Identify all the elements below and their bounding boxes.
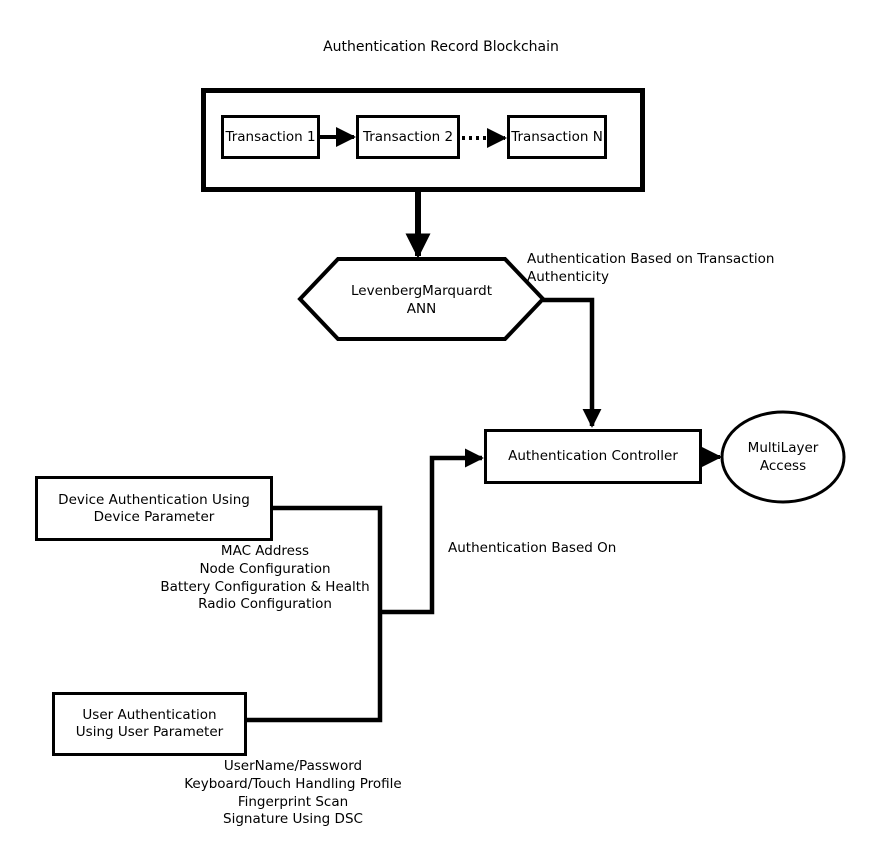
edge-ann-to-controller: [543, 297, 602, 428]
device-authentication-label: Device Authentication Using Device Param…: [58, 491, 250, 525]
multilayer-access-label: MultiLayer Access: [747, 440, 819, 474]
authentication-controller-label: Authentication Controller: [508, 448, 678, 465]
edge-bus-to-controller: [380, 448, 484, 615]
ann-edge-label: Authentication Based on Transaction Auth…: [527, 251, 775, 285]
diagram-title: Authentication Record Blockchain: [323, 39, 559, 55]
merge-edge-label: Authentication Based On: [448, 540, 617, 556]
ann-label: LevenbergMarquardt ANN: [350, 283, 492, 317]
transaction-label-n: Transaction N: [511, 128, 603, 145]
transaction-label-2: Transaction 2: [362, 128, 454, 145]
transaction-box-2[interactable]: Transaction 2: [356, 115, 460, 159]
user-parameters-label: UserName/Password Keyboard/Touch Handlin…: [184, 758, 402, 828]
transaction-box-n[interactable]: Transaction N: [507, 115, 607, 159]
authentication-controller-box[interactable]: Authentication Controller: [484, 429, 702, 484]
user-authentication-box[interactable]: User Authentication Using User Parameter: [52, 692, 247, 756]
edge-user-to-bus: [247, 612, 383, 723]
transaction-label-1: Transaction 1: [225, 128, 316, 145]
transaction-box-1[interactable]: Transaction 1: [221, 115, 320, 159]
device-authentication-box[interactable]: Device Authentication Using Device Param…: [35, 476, 273, 541]
user-authentication-label: User Authentication Using User Parameter: [75, 707, 224, 740]
device-parameters-label: MAC Address Node Configuration Battery C…: [160, 543, 370, 613]
